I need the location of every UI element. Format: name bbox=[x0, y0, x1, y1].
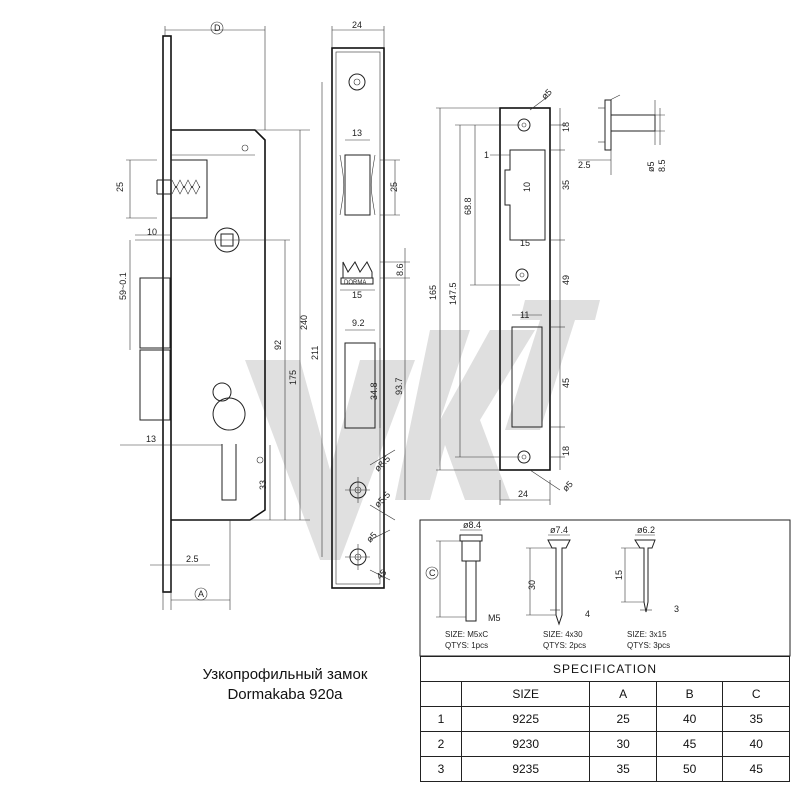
spec-header-cell: A bbox=[589, 681, 657, 707]
spec-cell: 30 bbox=[589, 731, 657, 757]
screw-1-size: SIZE: M5xC bbox=[445, 630, 488, 639]
dim-1: 1 bbox=[484, 150, 489, 160]
side-screw-view bbox=[578, 94, 665, 175]
dim-35: 35 bbox=[561, 180, 571, 190]
spec-row: 1 9225 25 40 35 bbox=[420, 706, 790, 732]
spec-cell: 1 bbox=[420, 706, 462, 732]
dim-5: ø5 bbox=[364, 530, 379, 545]
spec-header-cell: SIZE bbox=[460, 681, 591, 707]
faceplate-view bbox=[321, 26, 410, 589]
screw-1-len: M5 bbox=[488, 613, 501, 623]
dim-13b: 13 bbox=[352, 128, 362, 138]
spec-cell: 9225 bbox=[460, 706, 591, 732]
screw-2-size: SIZE: 4x30 bbox=[543, 630, 583, 639]
dim-93-7: 93.7 bbox=[394, 377, 404, 395]
spec-row: 2 9230 30 45 40 bbox=[420, 731, 790, 757]
dim-11: 11 bbox=[520, 310, 529, 320]
screw-3-qty: QTYS: 3pcs bbox=[627, 641, 670, 650]
dim-33: 33 bbox=[258, 480, 268, 490]
dim-24b: 24 bbox=[518, 489, 528, 499]
dim-68-8: 68.8 bbox=[463, 197, 473, 215]
spec-cell: 25 bbox=[589, 706, 657, 732]
dim-5c: ø5 bbox=[560, 479, 575, 494]
spec-cell: 45 bbox=[722, 756, 790, 782]
dim-25b: 25 bbox=[389, 182, 399, 192]
spec-cell: 35 bbox=[589, 756, 657, 782]
dim-10b: 10 bbox=[522, 182, 532, 192]
dim-a: A bbox=[198, 589, 204, 599]
spec-cell: 35 bbox=[722, 706, 790, 732]
screw-2-tip: 4 bbox=[585, 609, 590, 619]
screw-3-diameter: ø6.2 bbox=[637, 525, 655, 535]
dim-18b: 18 bbox=[561, 446, 571, 456]
spec-cell: 45 bbox=[655, 731, 724, 757]
spec-cell: 9235 bbox=[460, 756, 591, 782]
spec-cell: 3 bbox=[420, 756, 462, 782]
dim-5-side: ø5 bbox=[646, 161, 656, 172]
spec-title: SPECIFICATION bbox=[420, 656, 790, 682]
dim-25: 25 bbox=[115, 182, 125, 192]
dim-2-5b: 2.5 bbox=[578, 160, 591, 170]
screw-3-size: SIZE: 3x15 bbox=[627, 630, 667, 639]
dim-49: 49 bbox=[561, 275, 571, 285]
dim-5-5: ø5.5 bbox=[372, 490, 392, 510]
dim-9-2: 9.2 bbox=[352, 318, 365, 328]
caption-line-2: Dormakaba 920a bbox=[227, 686, 343, 703]
dim-15b: 15 bbox=[520, 238, 530, 248]
spec-row: 3 9235 35 50 45 bbox=[420, 756, 790, 782]
dim-211: 211 bbox=[310, 346, 320, 360]
spec-header-cell bbox=[420, 681, 462, 707]
dim-2-5: 2.5 bbox=[186, 554, 199, 564]
dim-59: 59~0.1 bbox=[118, 272, 128, 300]
dim-width-d: D bbox=[214, 23, 221, 33]
dim-10: 10 bbox=[147, 227, 157, 237]
dim-175: 175 bbox=[288, 370, 298, 385]
watermark bbox=[245, 300, 600, 560]
dim-15: 15 bbox=[352, 290, 362, 300]
dim-5b: ø5 bbox=[539, 87, 554, 102]
screw-1-qty: QTYS: 1pcs bbox=[445, 641, 488, 650]
dim-13: 13 bbox=[146, 434, 156, 444]
dim-18: 18 bbox=[561, 122, 571, 132]
spec-cell: 2 bbox=[420, 731, 462, 757]
screws-panel bbox=[419, 519, 791, 657]
dim-147-5: 147.5 bbox=[448, 282, 458, 305]
spec-header-cell: C bbox=[722, 681, 790, 707]
dim-8-6: 8.6 bbox=[395, 263, 405, 276]
dim-165: 165 bbox=[428, 285, 438, 300]
brand-label: DORMA bbox=[344, 280, 366, 286]
spec-cell: 9230 bbox=[460, 731, 591, 757]
screw-2-len: 30 bbox=[527, 580, 537, 590]
dim-8-5-side: 8.5 bbox=[657, 159, 667, 172]
caption-line-1: Узкопрофильный замок bbox=[202, 666, 368, 683]
product-caption: Узкопрофильный замок Dormakaba 920a bbox=[150, 665, 420, 705]
spec-header-cell: B bbox=[655, 681, 724, 707]
screw-1-diameter: ø8.4 bbox=[463, 520, 481, 530]
screw-2-diameter: ø7.4 bbox=[550, 525, 568, 535]
screw-2-qty: QTYS: 2pcs bbox=[543, 641, 586, 650]
spec-header-row: SIZE A B C bbox=[420, 681, 790, 707]
dim-92: 92 bbox=[273, 340, 283, 350]
spec-cell: 40 bbox=[722, 731, 790, 757]
screw-3-len: 15 bbox=[614, 570, 624, 580]
dim-240: 240 bbox=[299, 315, 309, 330]
lock-body-front-view bbox=[120, 21, 310, 610]
spec-cell: 40 bbox=[655, 706, 724, 732]
spec-cell: 50 bbox=[655, 756, 724, 782]
dim-45: 45 bbox=[374, 567, 388, 581]
dim-face-width: 24 bbox=[352, 20, 362, 30]
screw-1-marker: C bbox=[429, 568, 436, 578]
screw-3-tip: 3 bbox=[674, 604, 679, 614]
specification-table: SPECIFICATION SIZE A B C 1 9225 25 40 35… bbox=[420, 656, 790, 796]
strike-plate-view bbox=[436, 94, 565, 505]
dim-45b: 45 bbox=[561, 378, 571, 388]
dim-34-8: 34.8 bbox=[369, 382, 379, 400]
